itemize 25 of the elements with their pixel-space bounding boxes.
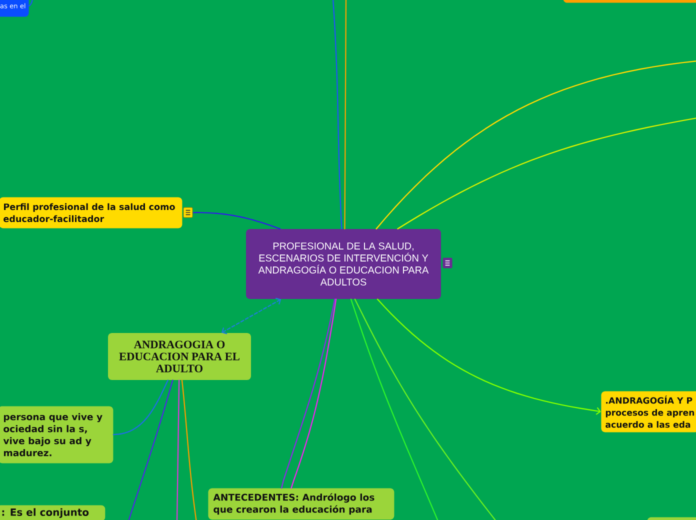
topic-box: .ANDRAGOGÍA Y P procesos de apren acuerdo a las eda [601,391,696,432]
connector [376,60,696,230]
connector [176,380,180,520]
connector [181,380,197,520]
connector [344,0,347,230]
connector [280,298,336,489]
topic-box: ANDRAGOGIA O EDUCACION PARA EL ADULTO [108,333,251,380]
arrow [222,298,282,334]
connector [128,380,174,520]
connector [350,298,439,520]
connector [397,117,696,230]
central-topic-box: PROFESIONAL DE LA SALUD, ESCENARIOS DE INTERVENCIÓN Y ANDRAGOGÍA O EDUCACION PARA ADULTOS [246,229,441,299]
connector [192,212,281,230]
connector [354,298,497,520]
topic-box: Perfil profesional de la salud como educador-facilitador [0,197,182,228]
arrow [376,298,601,415]
connector [290,298,337,489]
connector [28,0,34,6]
connector [332,0,342,230]
topic-box [563,0,696,3]
topic-box: persona que vive y ociedad sin la s, vive bajo su ad y madurez. [0,406,114,464]
topic-box [647,517,696,520]
topic-box: ANTECEDENTES: Andrólogo los que crearon la educación para [208,488,394,520]
topic-box: : Es el conjunto [0,505,106,520]
connector [112,380,169,436]
